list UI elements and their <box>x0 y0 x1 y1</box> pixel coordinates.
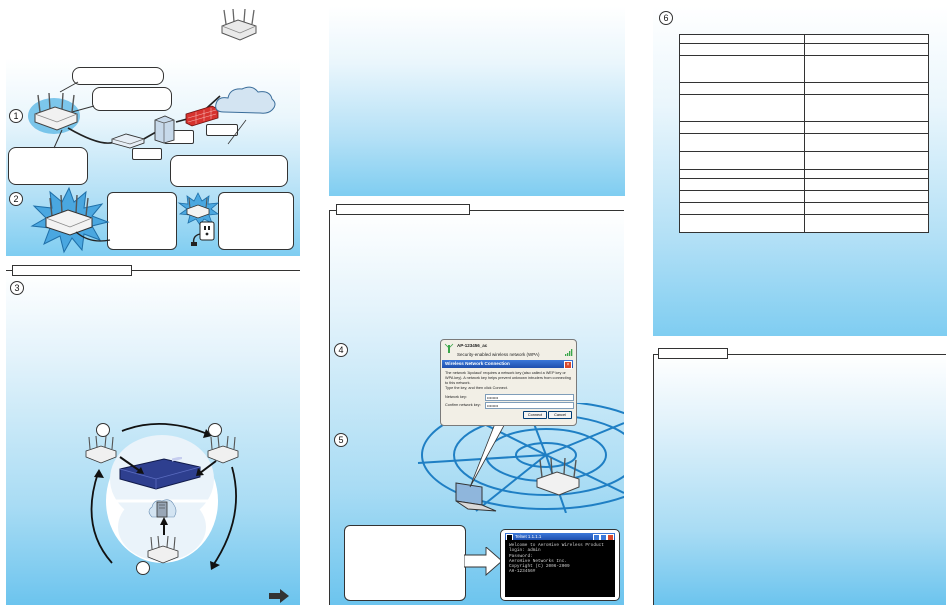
cloud-icon <box>215 86 276 114</box>
terminal-line: AH-123456# <box>509 569 536 575</box>
terminal-line: AeroHive Networks Inc. <box>509 558 567 564</box>
network-key-input[interactable]: •••••••• <box>485 394 574 401</box>
close-icon[interactable]: × <box>564 361 572 369</box>
telnet-window-frame: Telnet 1.1.1.1 Welcome to AeroHive Wirel… <box>500 529 620 601</box>
switch-icon <box>119 457 201 490</box>
step-number <box>136 561 150 575</box>
terminal-line: login: admin <box>509 548 541 554</box>
step-number: 5 <box>334 433 348 447</box>
section-header <box>12 265 132 276</box>
step-number <box>96 423 110 437</box>
dialog-message: The network 'Apclaud' requires a network… <box>445 371 571 385</box>
arrow-right-icon <box>464 547 503 576</box>
terminal-line: Password: <box>509 553 533 559</box>
firewall-icon <box>185 105 219 127</box>
wifi-connection-dialog: AP-123456_ac Security-enabled wireless n… <box>440 339 577 426</box>
callout-box <box>72 67 164 85</box>
dialog-instruction: Type the key, and then click Connect. <box>445 386 508 390</box>
cancel-button[interactable]: Cancel <box>548 411 572 419</box>
step-number: 2 <box>9 192 23 206</box>
power-outlet-icon <box>191 221 215 246</box>
label-box <box>206 124 238 136</box>
step-number: 3 <box>10 281 24 295</box>
terminal-line: Copyright (C) 2006-2009 <box>509 564 570 570</box>
switch-icon <box>111 133 145 149</box>
access-point-icon <box>536 457 580 496</box>
signal-strength-icon <box>565 349 573 356</box>
access-point-icon <box>177 192 220 226</box>
telnet-title: Telnet 1.1.1.1 <box>515 534 542 539</box>
confirm-key-input[interactable]: •••••••• <box>485 402 574 409</box>
arrow-right-icon[interactable] <box>268 589 290 603</box>
hive-diagram-panel: 3 <box>6 265 300 605</box>
network-name: AP-123456_ac <box>457 343 488 348</box>
step-number: 1 <box>9 109 23 123</box>
server-icon <box>154 115 175 144</box>
laptop-icon <box>455 482 497 512</box>
access-point-icon <box>221 8 257 41</box>
telnet-title-bar: Telnet 1.1.1.1 <box>505 533 615 541</box>
access-point-icon <box>85 435 117 464</box>
dialog-title: Wireless Network Connection <box>445 361 510 366</box>
step-number: 6 <box>659 11 673 25</box>
section-header <box>336 204 470 215</box>
callout-box <box>107 192 177 250</box>
confirm-key-label: Confirm network key: <box>445 403 481 407</box>
connect-button[interactable]: Connect <box>523 411 547 419</box>
access-point-icon <box>207 435 239 464</box>
section-header <box>658 348 728 359</box>
setup-diagram-panel: 1 2 <box>6 58 300 256</box>
terminal-line: Welcome to AeroHive Wireless Product <box>509 543 604 548</box>
network-key-label: Network key: <box>445 395 467 399</box>
step-number <box>208 423 222 437</box>
callout-box <box>8 147 88 185</box>
signal-icon <box>444 343 454 353</box>
spec-table <box>679 34 929 233</box>
callout-box <box>92 87 172 111</box>
access-point-icon <box>147 535 179 564</box>
access-point-icon <box>30 186 111 254</box>
notes-panel <box>653 348 946 605</box>
text-panel <box>329 6 625 196</box>
security-note: Security-enabled wireless network (WPA) <box>457 352 540 357</box>
spec-table-panel: 6 <box>653 6 947 336</box>
step-number: 4 <box>334 343 348 357</box>
dialog-title-bar: Wireless Network Connection × <box>442 360 573 369</box>
callout-box <box>170 155 288 187</box>
label-box <box>132 148 162 160</box>
wireless-setup-panel: 4 5 <box>329 204 624 605</box>
access-point-icon <box>34 92 78 131</box>
server-icon <box>148 499 177 518</box>
callout-box <box>344 525 466 601</box>
callout-box <box>218 192 294 250</box>
